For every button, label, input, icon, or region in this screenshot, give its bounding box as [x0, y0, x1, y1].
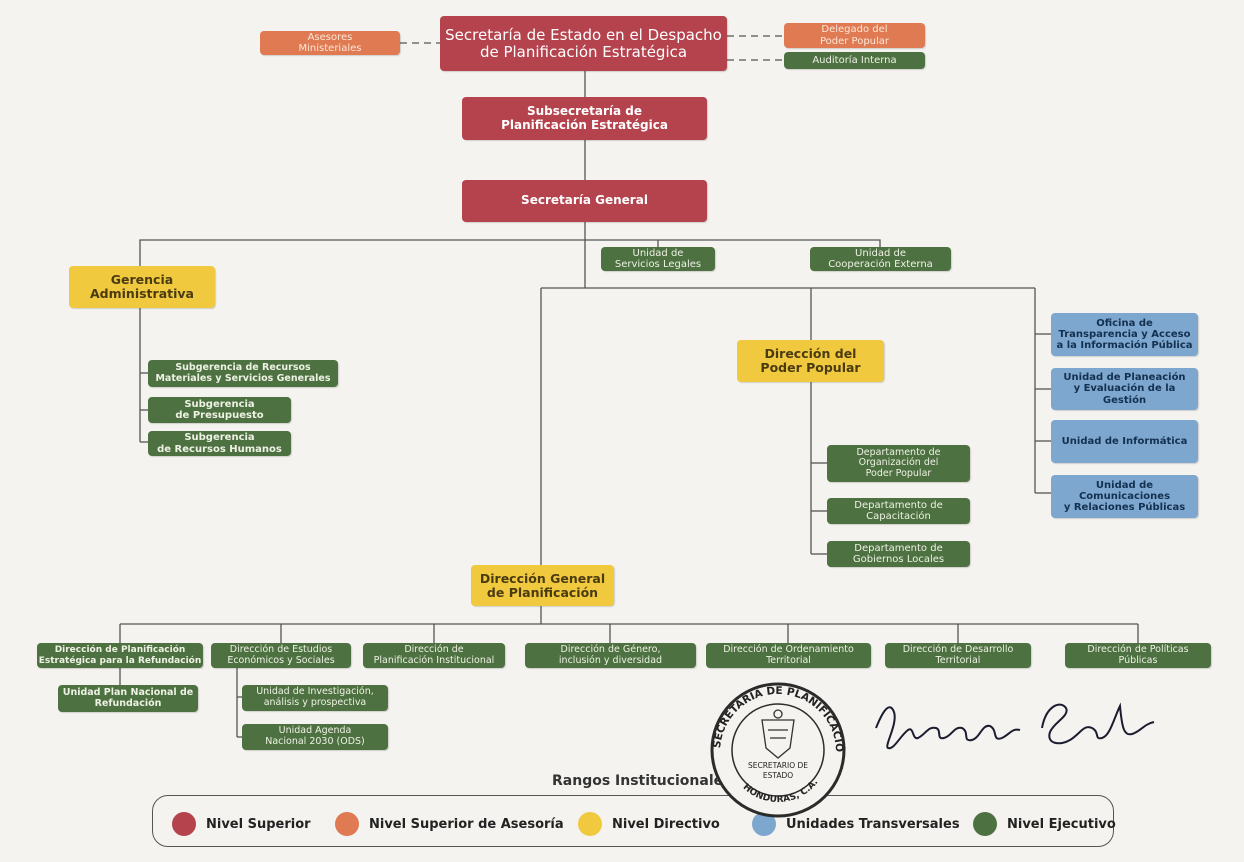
departamento-organizacion-box[interactable]: Departamento de Organización del Poder P…: [827, 445, 970, 482]
direccion-poder-popular-box[interactable]: Dirección del Poder Popular: [737, 340, 884, 382]
delegado-box[interactable]: Delegado del Poder Popular: [784, 23, 925, 48]
direccion-planificacion-refundacion-box[interactable]: Dirección de Planificación Estratégica p…: [37, 643, 203, 668]
connector-units: [585, 239, 881, 247]
legend-label: Nivel Ejecutivo: [1007, 816, 1116, 832]
servicios-legales-box[interactable]: Unidad de Servicios Legales: [601, 247, 715, 271]
signature: [875, 702, 1155, 750]
oficina-transparencia-box[interactable]: Oficina de Transparencia y Acceso a la I…: [1051, 313, 1198, 356]
direccion-planificacion-institucional-box[interactable]: Dirección de Planificación Institucional: [363, 643, 505, 668]
legend-label: Unidades Transversales: [786, 816, 960, 832]
secretaria-general-box[interactable]: Secretaría General: [462, 180, 707, 222]
legend-item-nivel-directivo: Nivel Directivo: [578, 812, 720, 836]
legend-swatch: [172, 812, 196, 836]
secretaria-estado-box[interactable]: Secretaría de Estado en el Despacho de P…: [440, 16, 727, 71]
subgerencia-recursos-materiales-box[interactable]: Subgerencia de Recursos Materiales y Ser…: [148, 360, 338, 387]
departamento-gobiernos-locales-box[interactable]: Departamento de Gobiernos Locales: [827, 541, 970, 567]
coat-of-arms-icon: [761, 709, 795, 759]
departamento-capacitacion-box[interactable]: Departamento de Capacitación: [827, 498, 970, 524]
legend-label: Nivel Directivo: [612, 816, 720, 832]
direccion-estudios-box[interactable]: Dirección de Estudios Económicos y Socia…: [211, 643, 351, 668]
legend-title: Rangos Institucionales: [552, 773, 732, 789]
legend-frame: [152, 795, 1114, 847]
legend-item-nivel-superior: Nivel Superior: [172, 812, 311, 836]
subgerencia-presupuesto-box[interactable]: Subgerencia de Presupuesto: [148, 397, 291, 423]
unidad-agenda-box[interactable]: Unidad Agenda Nacional 2030 (ODS): [242, 724, 388, 750]
direccion-genero-box[interactable]: Dirección de Género, inclusión y diversi…: [525, 643, 696, 668]
legend-item-nivel-ejecutivo: Nivel Ejecutivo: [973, 812, 1116, 836]
unidad-comunicaciones-box[interactable]: Unidad de Comunicaciones y Relaciones Pú…: [1051, 475, 1198, 518]
direccion-general-planificacion-box[interactable]: Dirección General de Planificación: [471, 565, 614, 606]
unidad-planeacion-box[interactable]: Unidad de Planeación y Evaluación de la …: [1051, 368, 1198, 410]
seal-inner-line1: SECRETARIO DE: [748, 761, 808, 770]
unidad-informatica-box[interactable]: Unidad de Informática: [1051, 420, 1198, 463]
official-seal: SECRETARÍA DE PLANIFICACIÓN ESTRATÉGICA …: [698, 672, 846, 818]
direccion-ordenamiento-box[interactable]: Dirección de Ordenamiento Territorial: [706, 643, 871, 668]
unidad-investigacion-box[interactable]: Unidad de Investigación, análisis y pros…: [242, 685, 388, 711]
gerencia-administrativa-box[interactable]: Gerencia Administrativa: [69, 266, 215, 308]
seal-inner-line2: ESTADO: [763, 771, 793, 780]
direccion-politicas-box[interactable]: Dirección de Políticas Públicas: [1065, 643, 1211, 668]
direccion-desarrollo-box[interactable]: Dirección de Desarrollo Territorial: [885, 643, 1031, 668]
cooperacion-externa-box[interactable]: Unidad de Cooperación Externa: [810, 247, 951, 271]
connector-gerencia: [139, 239, 585, 266]
unidad-plan-nacional-box[interactable]: Unidad Plan Nacional de Refundación: [58, 685, 198, 712]
legend-item-nivel-superior-asesoria: Nivel Superior de Asesoría: [335, 812, 564, 836]
auditoria-box[interactable]: Auditoría Interna: [784, 52, 925, 69]
legend-swatch: [578, 812, 602, 836]
legend-swatch: [335, 812, 359, 836]
subsecretaria-box[interactable]: Subsecretaría de Planificación Estratégi…: [462, 97, 707, 140]
legend-label: Nivel Superior: [206, 816, 311, 832]
subgerencia-recursos-humanos-box[interactable]: Subgerencia de Recursos Humanos: [148, 431, 291, 456]
legend-label: Nivel Superior de Asesoría: [369, 816, 564, 832]
asesores-box[interactable]: Asesores Ministeriales: [260, 31, 400, 55]
legend-swatch: [973, 812, 997, 836]
